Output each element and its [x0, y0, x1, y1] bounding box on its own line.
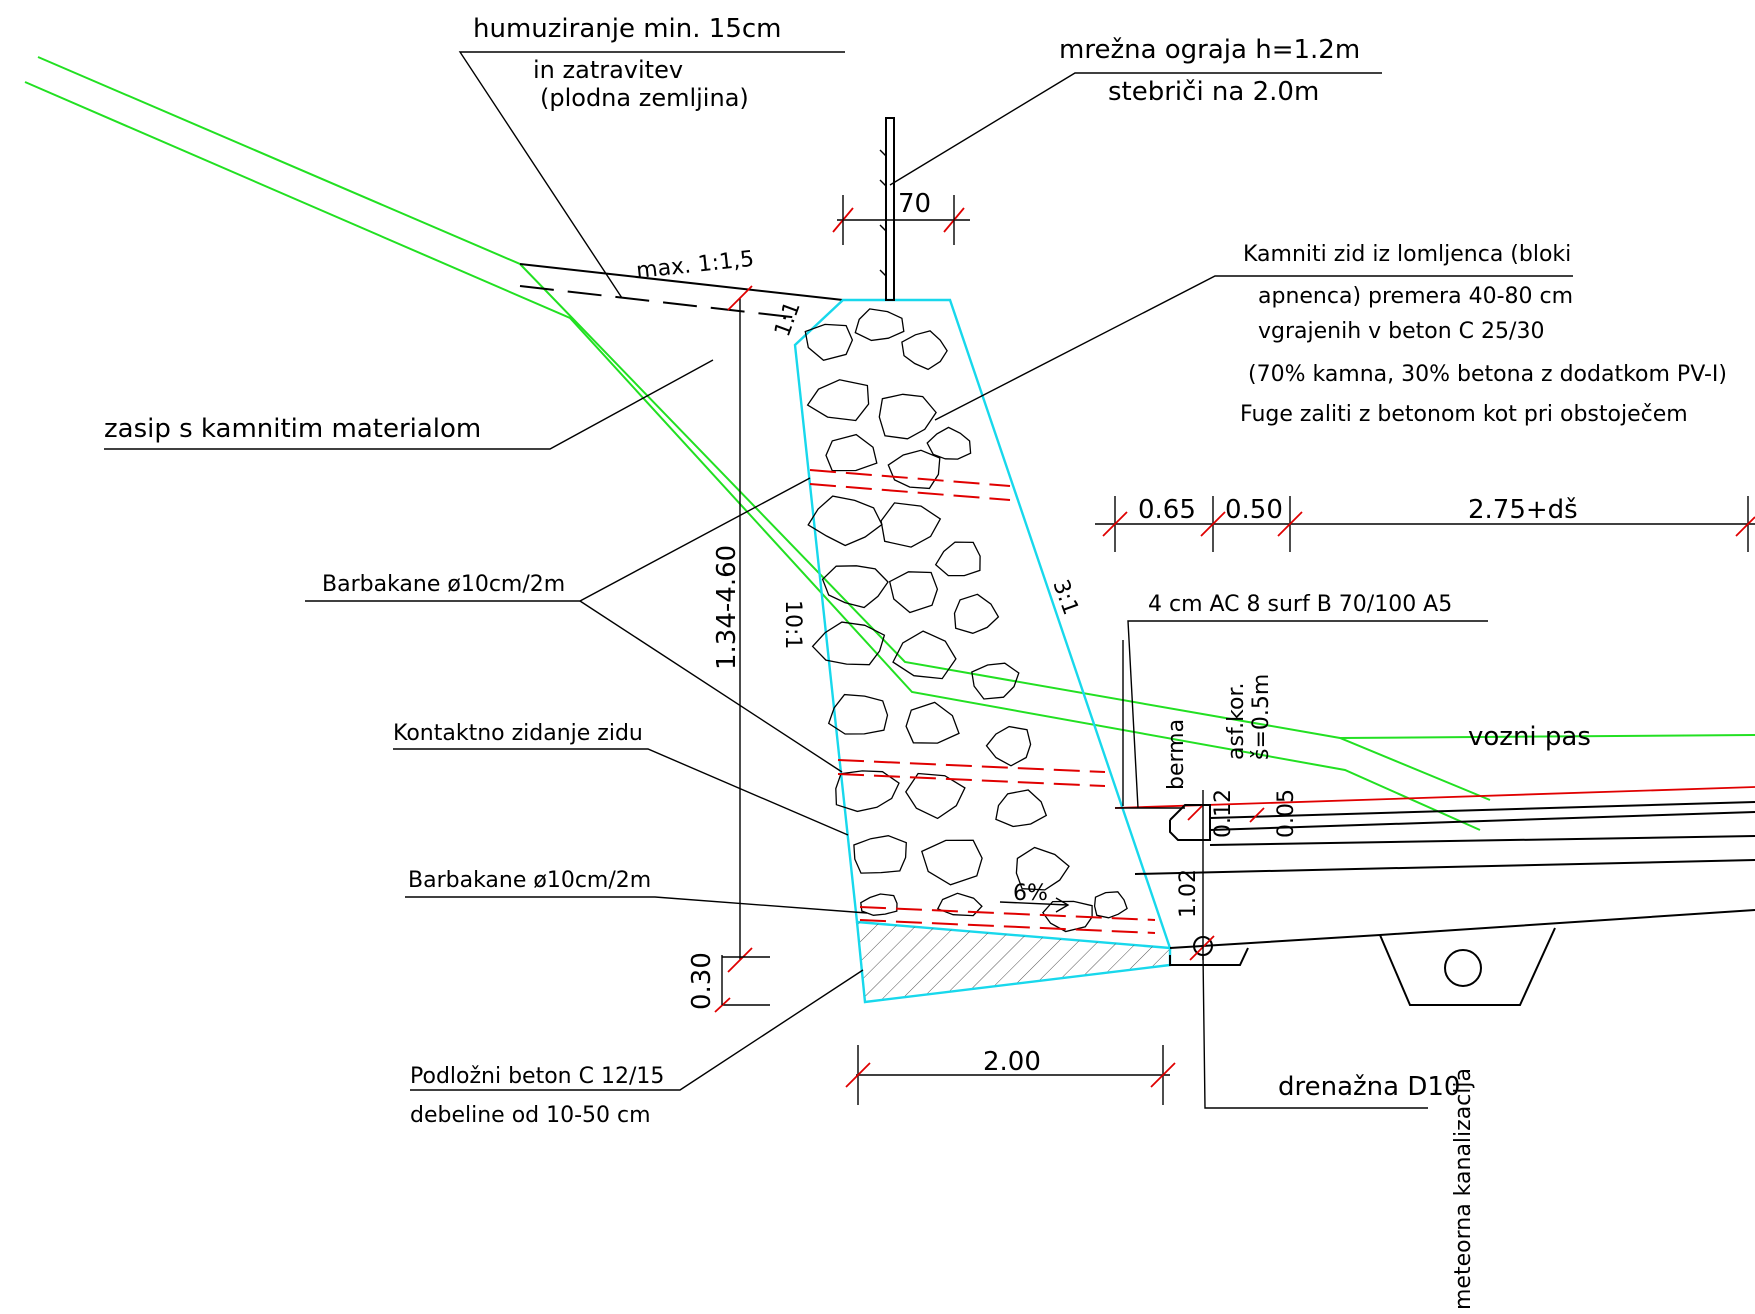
wall-label-4: (70% kamna, 30% betona z dodatkom PV-I): [1248, 362, 1727, 387]
humus-label-1: humuziranje min. 15cm: [473, 14, 781, 44]
base-label-2: debeline od 10-50 cm: [410, 1103, 651, 1128]
dim-065: 0.65: [1138, 495, 1196, 525]
wall-stone: [827, 693, 889, 735]
dim-height: 1.34-4.60: [712, 545, 742, 670]
wall-stone: [905, 772, 966, 820]
wall-stone: [1093, 891, 1128, 919]
wall-stone: [892, 630, 957, 680]
wall-stone: [1015, 846, 1070, 891]
wall-label-3: vgrajenih v beton C 25/30: [1258, 319, 1544, 344]
dimension-lines: [714, 285, 1755, 1105]
wall-stone: [926, 426, 972, 460]
wall-stone: [811, 621, 886, 666]
slope-11-label: 1:1: [770, 298, 806, 340]
wall-stone: [880, 502, 942, 548]
wall-stone: [825, 433, 878, 472]
dim-050: 0.50: [1225, 495, 1283, 525]
berm-label: berma: [1164, 719, 1189, 790]
sewer-label: meteorna kanalizacija: [1451, 1068, 1476, 1310]
wall-stone: [971, 662, 1020, 700]
dim-post: 70: [898, 189, 931, 219]
lane-label: vozni pas: [1468, 722, 1591, 752]
fence-label-1: mrežna ograja h=1.2m: [1059, 35, 1360, 65]
wall-label-1: Kamniti zid iz lomljenca (bloki: [1243, 242, 1571, 267]
stone-wall: [793, 298, 1172, 950]
terrain-lines: [24, 56, 1755, 831]
humus-label-2: in zatravitev: [533, 56, 683, 84]
wall-stone: [860, 893, 898, 916]
batter-back-label: 3:1: [1047, 577, 1083, 619]
wall-label-5: Fuge zaliti z betonom kot pri obstoječem: [1240, 402, 1688, 427]
wall-stone: [853, 835, 907, 874]
contact-label: Kontaktno zidanje zidu: [393, 721, 643, 746]
dim-012: 0.12: [1211, 789, 1236, 838]
wall-stone: [901, 330, 948, 371]
wall-stone: [887, 449, 941, 490]
weep-holes: [809, 469, 1156, 934]
fence-post: [832, 117, 970, 301]
humus-label-3: (plodna zemljina): [540, 84, 749, 112]
base-label-1: Podložni beton C 12/15: [410, 1064, 664, 1089]
wall-stone: [921, 839, 983, 886]
batter-front-label: 10:1: [780, 600, 805, 649]
wall-stone: [821, 565, 889, 609]
dim-102: 1.02: [1176, 869, 1201, 918]
leader-lines: [104, 51, 1573, 1109]
wall-stone: [888, 571, 939, 614]
cross-fall-label: 6%: [1013, 881, 1048, 906]
fence-label-2: stebriči na 2.0m: [1108, 77, 1319, 107]
dim-005: 0.05: [1274, 789, 1299, 838]
slope-lines: [519, 263, 844, 319]
wall-stone: [934, 541, 981, 577]
dim-footing: 0.30: [687, 952, 717, 1010]
dim-275: 2.75+dš: [1468, 495, 1578, 525]
wall-stone: [995, 789, 1048, 828]
wall-stone: [854, 308, 905, 342]
wall-stone: [953, 593, 1000, 634]
slope-max-label: max. 1:1,5: [635, 247, 755, 284]
wall-stone: [1042, 900, 1093, 933]
backfill-label: zasip s kamnitim materialom: [104, 414, 481, 444]
asf-label-2: š=0.5m: [1249, 674, 1274, 760]
wall-stone: [835, 770, 900, 813]
annotations: humuziranje min. 15cm in zatravitev (plo…: [104, 14, 1727, 1310]
wall-stone: [804, 323, 854, 362]
dim-width: 2.00: [983, 1047, 1041, 1077]
cross-fall-arrow: [999, 897, 1070, 913]
weep-label-2: Barbakane ø10cm/2m: [408, 868, 651, 893]
weep-label-1: Barbakane ø10cm/2m: [322, 572, 565, 597]
wall-stone: [807, 495, 883, 547]
drain-label: drenažna D10: [1278, 1072, 1460, 1102]
wall-stone: [905, 701, 960, 744]
wall-stone: [806, 379, 870, 422]
wall-stone: [878, 393, 937, 440]
wall-stone: [985, 725, 1032, 767]
asphalt-label: 4 cm AC 8 surf B 70/100 A5: [1148, 592, 1452, 617]
asf-label-1: asf.kor.: [1224, 682, 1249, 760]
wall-label-2: apnenca) premera 40-80 cm: [1258, 284, 1573, 309]
